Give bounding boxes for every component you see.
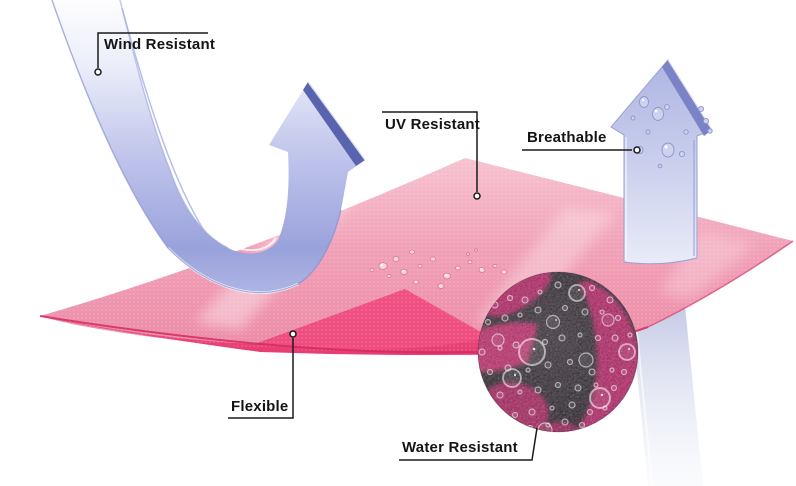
macro-water-beads: [478, 281, 636, 432]
wind-arrow-body: [52, 0, 365, 293]
wind-leader-line: [97, 32, 208, 68]
droplet-highlights: [380, 263, 482, 277]
fabric-water-droplets: [369, 248, 507, 289]
breathable-marker-dot: [633, 146, 641, 154]
label-water-resistant: Water Resistant: [402, 439, 518, 456]
macro-bead-highlights: [513, 289, 630, 397]
label-breathable: Breathable: [527, 129, 607, 146]
label-uv-resistant: UV Resistant: [385, 116, 480, 133]
breathable-arrow-body: [610, 59, 713, 265]
wind-marker-dot: [94, 68, 102, 76]
flexible-leader-line: [228, 338, 294, 419]
breathable-arrow-bevel: [662, 60, 712, 136]
magnified-circle: [477, 271, 639, 433]
label-flexible: Flexible: [231, 398, 289, 415]
uv-leader-line: [382, 111, 478, 192]
breathable-arrow: [610, 59, 713, 265]
wind-arrow: [51, 0, 366, 294]
uv-marker-dot: [473, 192, 481, 200]
flexible-marker-dot: [289, 330, 297, 338]
leader-lines: [97, 32, 632, 461]
label-wind-resistant: Wind Resistant: [104, 36, 216, 53]
arrow-droplet-highlights: [641, 98, 668, 149]
leader-markers: [94, 68, 641, 338]
wind-arrow-bevel: [303, 82, 365, 166]
water-leader-line: [399, 427, 538, 461]
breathable-arrow-under-fabric: [630, 296, 703, 486]
